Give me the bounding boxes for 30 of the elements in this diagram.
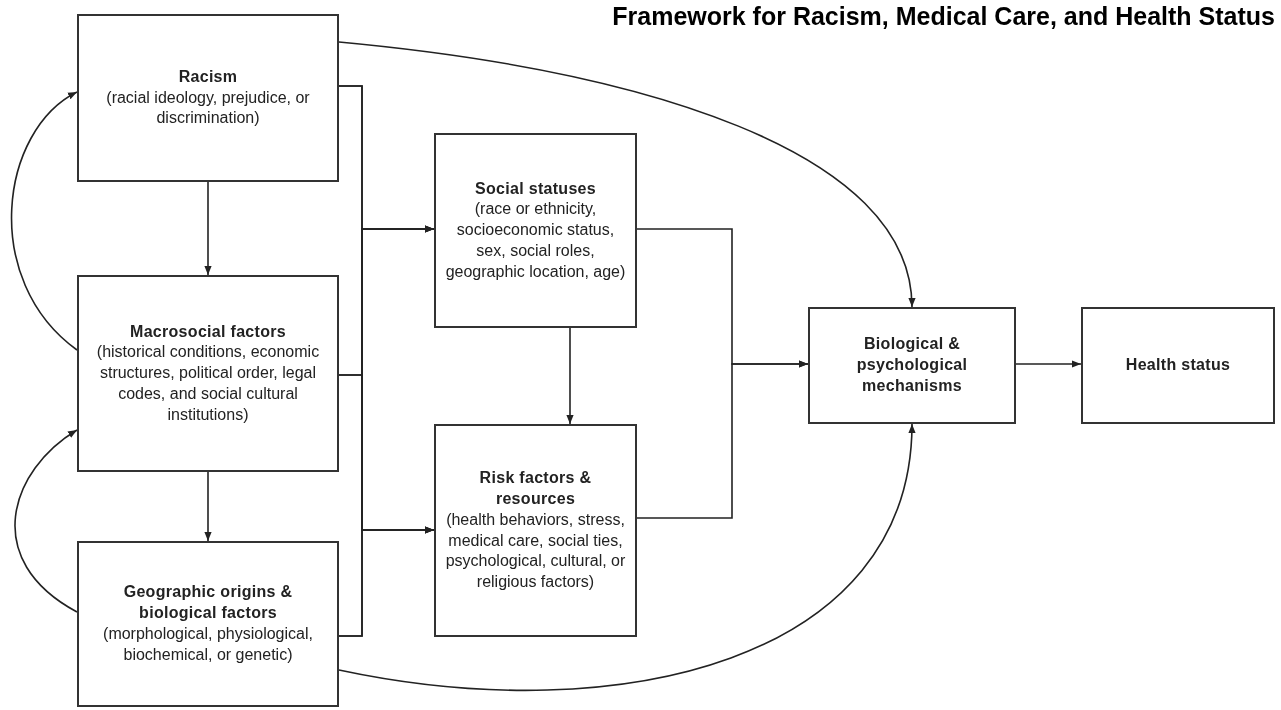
arrow <box>1015 360 1082 368</box>
box-heading: Geographic origins & biological factors <box>122 582 294 624</box>
arrow <box>14 429 78 613</box>
factor-box <box>434 133 637 328</box>
box-heading: Risk factors & resources <box>478 468 593 509</box>
box-description: (racial ideology, prejudice, or discrimination) <box>105 87 311 129</box>
diagram-title: Framework for Racism, Medical Care, and Health Status <box>612 2 1275 31</box>
arrow <box>338 423 915 691</box>
box-description: (historical conditions, economic structures, political order, legal codes, and social cultural institutions) <box>95 342 321 425</box>
factor-box <box>77 275 339 472</box>
factor-box <box>434 424 637 637</box>
factor-box <box>77 14 339 182</box>
arrow <box>338 526 435 637</box>
box-heading: Racism <box>178 66 238 87</box>
arrow <box>204 471 212 542</box>
factor-box <box>77 541 339 707</box>
box-heading: Health status <box>1125 355 1231 376</box>
arrow <box>10 91 78 351</box>
arrow <box>338 41 915 308</box>
factor-box <box>1081 307 1275 424</box>
arrow <box>636 360 809 519</box>
arrow <box>566 327 574 425</box>
box-description: (race or ethnicity, socioeconomic status, sex, social roles, geographic location, age) <box>444 199 627 282</box>
box-heading: Social statuses <box>475 178 596 199</box>
arrow <box>204 181 212 276</box>
box-heading: Macrosocial factors <box>130 321 286 342</box>
box-description: (health behaviors, stress, medical care, social ties, psychological, cultural, or religious factors) <box>444 509 627 593</box>
factor-box <box>808 307 1016 424</box>
box-heading: Biological & psychological mechanisms <box>855 334 969 396</box>
box-description: (morphological, physiological, biochemical, or genetic) <box>102 624 314 665</box>
